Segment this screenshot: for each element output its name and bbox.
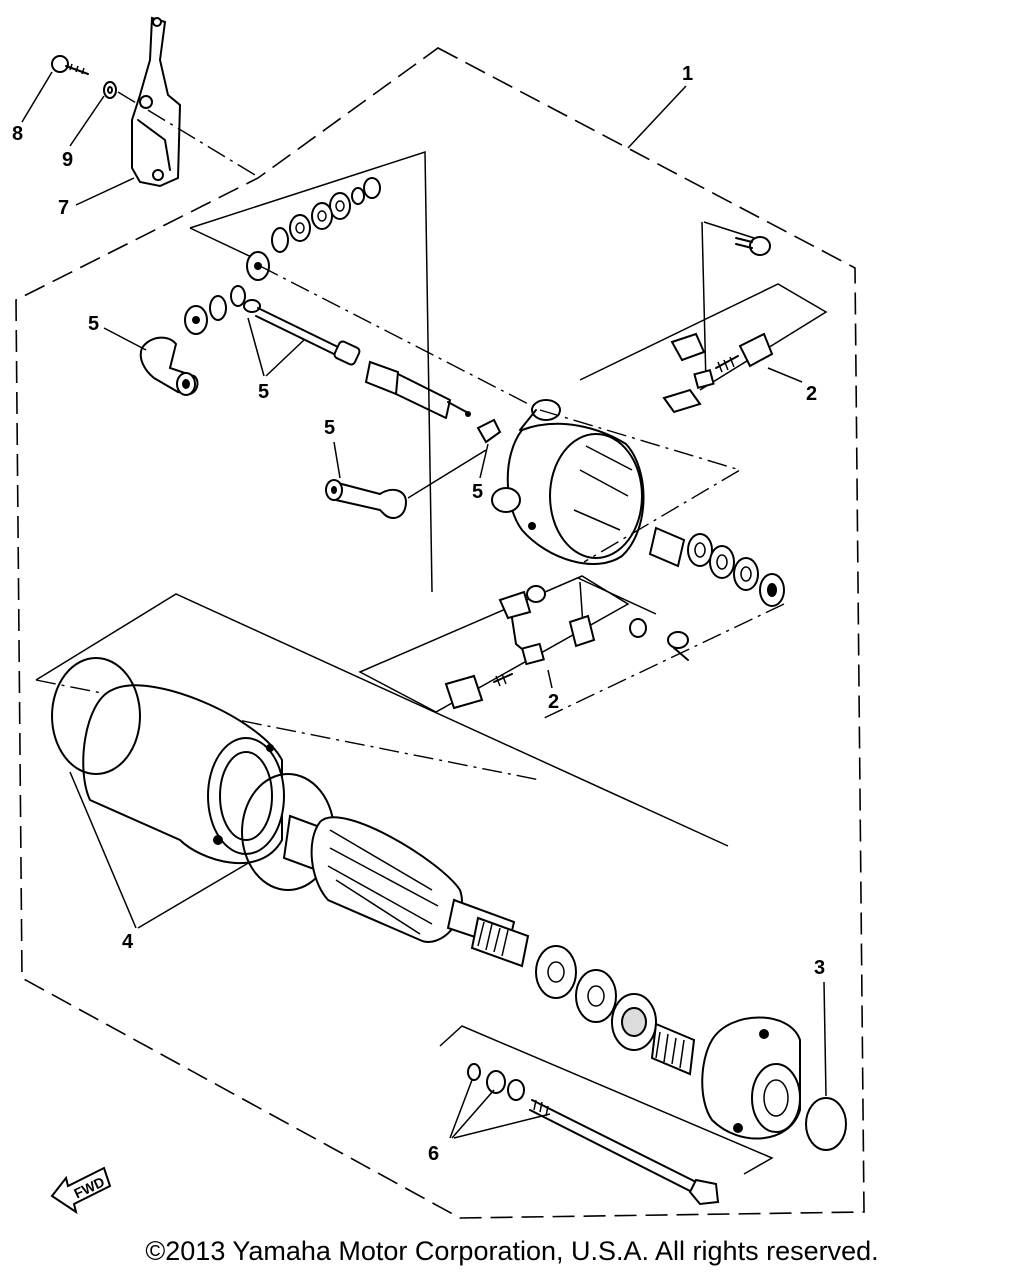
fwd-arrow-icon: FWD <box>50 1166 112 1215</box>
front-cover <box>701 1016 801 1140</box>
copyright-notice: ©2013 Yamaha Motor Corporation, U.S.A. A… <box>145 1236 879 1266</box>
callout-5-c: 5 <box>324 417 335 439</box>
washer-stack-lower <box>535 945 696 1076</box>
callout-1: 1 <box>682 63 693 85</box>
o-ring-left <box>51 657 141 775</box>
washer-stack-top <box>184 177 381 335</box>
callout-6: 6 <box>428 1143 439 1165</box>
rubber-boot-lower <box>325 479 408 519</box>
brush-holder-lower <box>444 585 689 710</box>
end-cover <box>491 399 645 565</box>
callout-2-b: 2 <box>548 691 559 713</box>
callout-4: 4 <box>122 931 134 953</box>
callout-7: 7 <box>58 197 69 219</box>
callout-9: 9 <box>62 149 73 171</box>
callout-3: 3 <box>814 957 825 979</box>
callout-5-d: 5 <box>472 481 483 503</box>
through-bolt <box>467 1063 720 1206</box>
callout-2-a: 2 <box>806 383 817 405</box>
washer-stack-right <box>648 526 785 607</box>
callout-5-b: 5 <box>258 381 269 403</box>
insulator-tube <box>364 360 471 419</box>
o-ring-front <box>805 1097 847 1151</box>
washer-part-9 <box>103 81 117 99</box>
mounting-bracket <box>131 16 182 188</box>
clip <box>476 418 502 444</box>
armature <box>282 814 530 968</box>
rubber-boot-upper <box>139 336 199 396</box>
brush-holder-upper <box>662 332 774 414</box>
screw-upper <box>735 236 771 256</box>
yoke-housing <box>82 684 285 865</box>
assembly-boundary <box>15 47 865 1219</box>
bolt-part-8 <box>51 55 89 75</box>
callout-5-a: 5 <box>88 313 99 335</box>
callout-8: 8 <box>12 123 23 145</box>
terminal-bolt <box>243 299 361 366</box>
